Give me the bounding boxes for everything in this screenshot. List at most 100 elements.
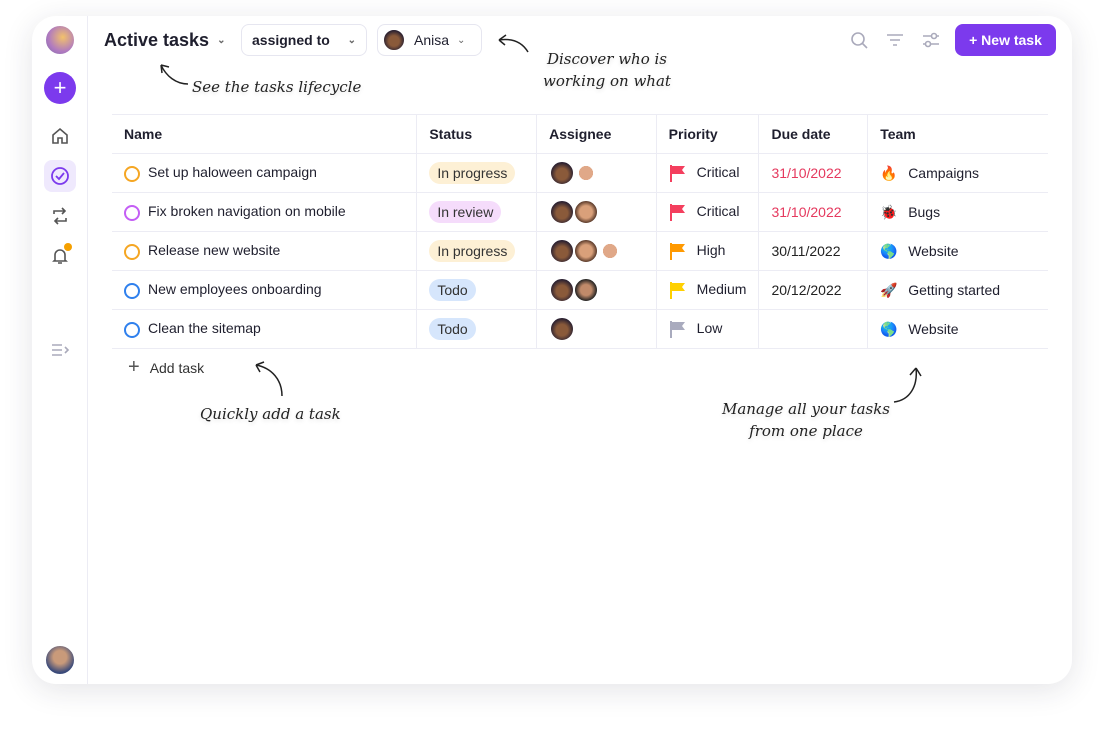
due-date-cell[interactable] [758, 309, 868, 349]
chevron-down-icon: ⌄ [457, 34, 466, 46]
status-badge: In progress [429, 240, 516, 262]
arrow-icon [255, 361, 283, 397]
task-name-cell[interactable]: Release new website [112, 231, 417, 271]
view-selector[interactable]: Active tasks⌄ [104, 30, 225, 51]
assignee-avatar[interactable] [573, 199, 600, 225]
search-icon[interactable] [848, 29, 870, 51]
assignee-avatar[interactable] [573, 277, 600, 303]
status-cell[interactable]: In review [416, 192, 537, 232]
team-cell[interactable]: 🔥 Campaigns [867, 153, 1048, 193]
task-name-cell[interactable]: Set up haloween campaign [112, 153, 417, 193]
status-circle-icon[interactable] [124, 165, 140, 182]
priority-cell[interactable]: High [655, 231, 759, 271]
due-date-cell[interactable]: 31/10/2022 [758, 192, 868, 232]
priority-cell[interactable]: Low [655, 309, 759, 349]
new-task-button[interactable]: + New task [955, 24, 1056, 56]
column-header[interactable]: Priority [655, 114, 759, 154]
status-circle-icon[interactable] [124, 243, 140, 260]
assignee-cell[interactable] [536, 309, 657, 349]
priority-label: Low [696, 319, 723, 336]
status-circle-icon[interactable] [124, 282, 140, 299]
status-cell[interactable]: In progress [416, 153, 537, 193]
due-date-cell[interactable]: 30/11/2022 [758, 231, 868, 271]
status-circle-icon[interactable] [124, 321, 140, 338]
task-name: Set up haloween campaign [148, 164, 317, 181]
column-header[interactable]: Team [867, 114, 1048, 154]
team-icon: 🚀 [880, 282, 898, 299]
create-button[interactable]: + [44, 72, 76, 104]
team-cell[interactable]: 🌎Website [867, 309, 1048, 349]
assignee-cell[interactable] [536, 231, 657, 271]
table-row[interactable]: Release new website In progress High 30/… [112, 231, 1048, 271]
team-label: Website [908, 320, 959, 337]
table-row[interactable]: New employees onboarding Todo Medium 20/… [112, 270, 1048, 310]
assignee-avatar[interactable] [549, 316, 576, 342]
due-date-cell[interactable]: 31/10/2022 [758, 153, 868, 193]
page-title: Active tasks [104, 30, 210, 50]
filter-dropdown[interactable]: assigned to ⌄ [241, 24, 367, 56]
priority-label: Critical [696, 202, 740, 219]
filter-label: assigned to [252, 32, 330, 48]
task-name-cell[interactable]: New employees onboarding [112, 270, 417, 310]
assignee-avatar[interactable] [573, 238, 600, 264]
task-name-cell[interactable]: Clean the sitemap [112, 309, 417, 349]
status-cell[interactable]: Todo [416, 309, 537, 349]
assignee-cell[interactable] [536, 270, 657, 310]
status-badge: Todo [429, 279, 476, 301]
sync-icon[interactable] [44, 200, 76, 232]
priority-cell[interactable]: Critical [655, 153, 759, 193]
due-date: 30/11/2022 [771, 243, 841, 259]
priority-cell[interactable]: Medium [655, 270, 759, 310]
user-label: Anisa [414, 32, 450, 48]
column-header[interactable]: Name [112, 114, 417, 154]
annotation-discover: Discover who is working on what [543, 50, 671, 90]
priority-label: High [696, 241, 726, 258]
user-avatar[interactable] [44, 644, 76, 676]
notification-dot [64, 243, 72, 251]
plus-icon: + [128, 356, 140, 378]
team-cell[interactable]: 🚀Getting started [867, 270, 1048, 310]
filter-icon[interactable] [884, 29, 906, 51]
task-name-cell[interactable]: Fix broken navigation on mobile [112, 192, 417, 232]
expand-sidebar-icon[interactable] [44, 334, 76, 366]
task-name: Fix broken navigation on mobile [148, 203, 346, 220]
column-header[interactable]: Due date [758, 114, 868, 154]
tasks-icon[interactable] [44, 160, 76, 192]
assignee-avatar[interactable] [549, 160, 576, 186]
due-date: 20/12/2022 [771, 282, 842, 298]
assignee-avatar[interactable] [549, 199, 576, 225]
assignee-cell[interactable] [536, 192, 657, 232]
add-task-button[interactable]: +Add task [128, 356, 204, 379]
chevron-down-icon: ⌄ [347, 34, 356, 46]
team-icon: 🔥 [880, 165, 898, 182]
home-icon[interactable] [44, 120, 76, 152]
annotation-lifecycle: See the tasks lifecycle [192, 78, 362, 96]
team-label: Campaigns [908, 164, 980, 181]
assignee-cell[interactable] [536, 153, 657, 193]
due-date-cell[interactable]: 20/12/2022 [758, 270, 868, 310]
assignee-avatar[interactable] [573, 160, 600, 186]
assignee-avatar[interactable] [549, 238, 576, 264]
annotation-manage: Manage all your tasks from one place [721, 400, 891, 440]
status-cell[interactable]: Todo [416, 270, 537, 310]
table-row[interactable]: Fix broken navigation on mobile In revie… [112, 192, 1048, 232]
table-row[interactable]: Set up haloween campaign In progress Cri… [112, 153, 1048, 193]
column-header[interactable]: Assignee [536, 114, 657, 154]
assignee-avatar[interactable] [597, 238, 624, 264]
settings-sliders-icon[interactable] [920, 29, 942, 51]
arrow-icon [893, 367, 922, 403]
notifications-icon[interactable] [44, 240, 76, 272]
column-header[interactable]: Status [416, 114, 537, 154]
team-cell[interactable]: 🐞Bugs [867, 192, 1048, 232]
table-row[interactable]: Clean the sitemap Todo Low 🌎Website [112, 309, 1048, 349]
task-name: Release new website [148, 242, 281, 259]
task-name: Clean the sitemap [148, 320, 261, 337]
status-cell[interactable]: In progress [416, 231, 537, 271]
workspace-avatar[interactable] [44, 24, 76, 56]
assignee-avatar[interactable] [549, 277, 576, 303]
status-badge: In review [429, 201, 502, 223]
priority-cell[interactable]: Critical [655, 192, 759, 232]
status-circle-icon[interactable] [124, 204, 140, 221]
user-dropdown[interactable]: Anisa ⌄ [377, 24, 482, 56]
team-cell[interactable]: 🌎Website [867, 231, 1048, 271]
